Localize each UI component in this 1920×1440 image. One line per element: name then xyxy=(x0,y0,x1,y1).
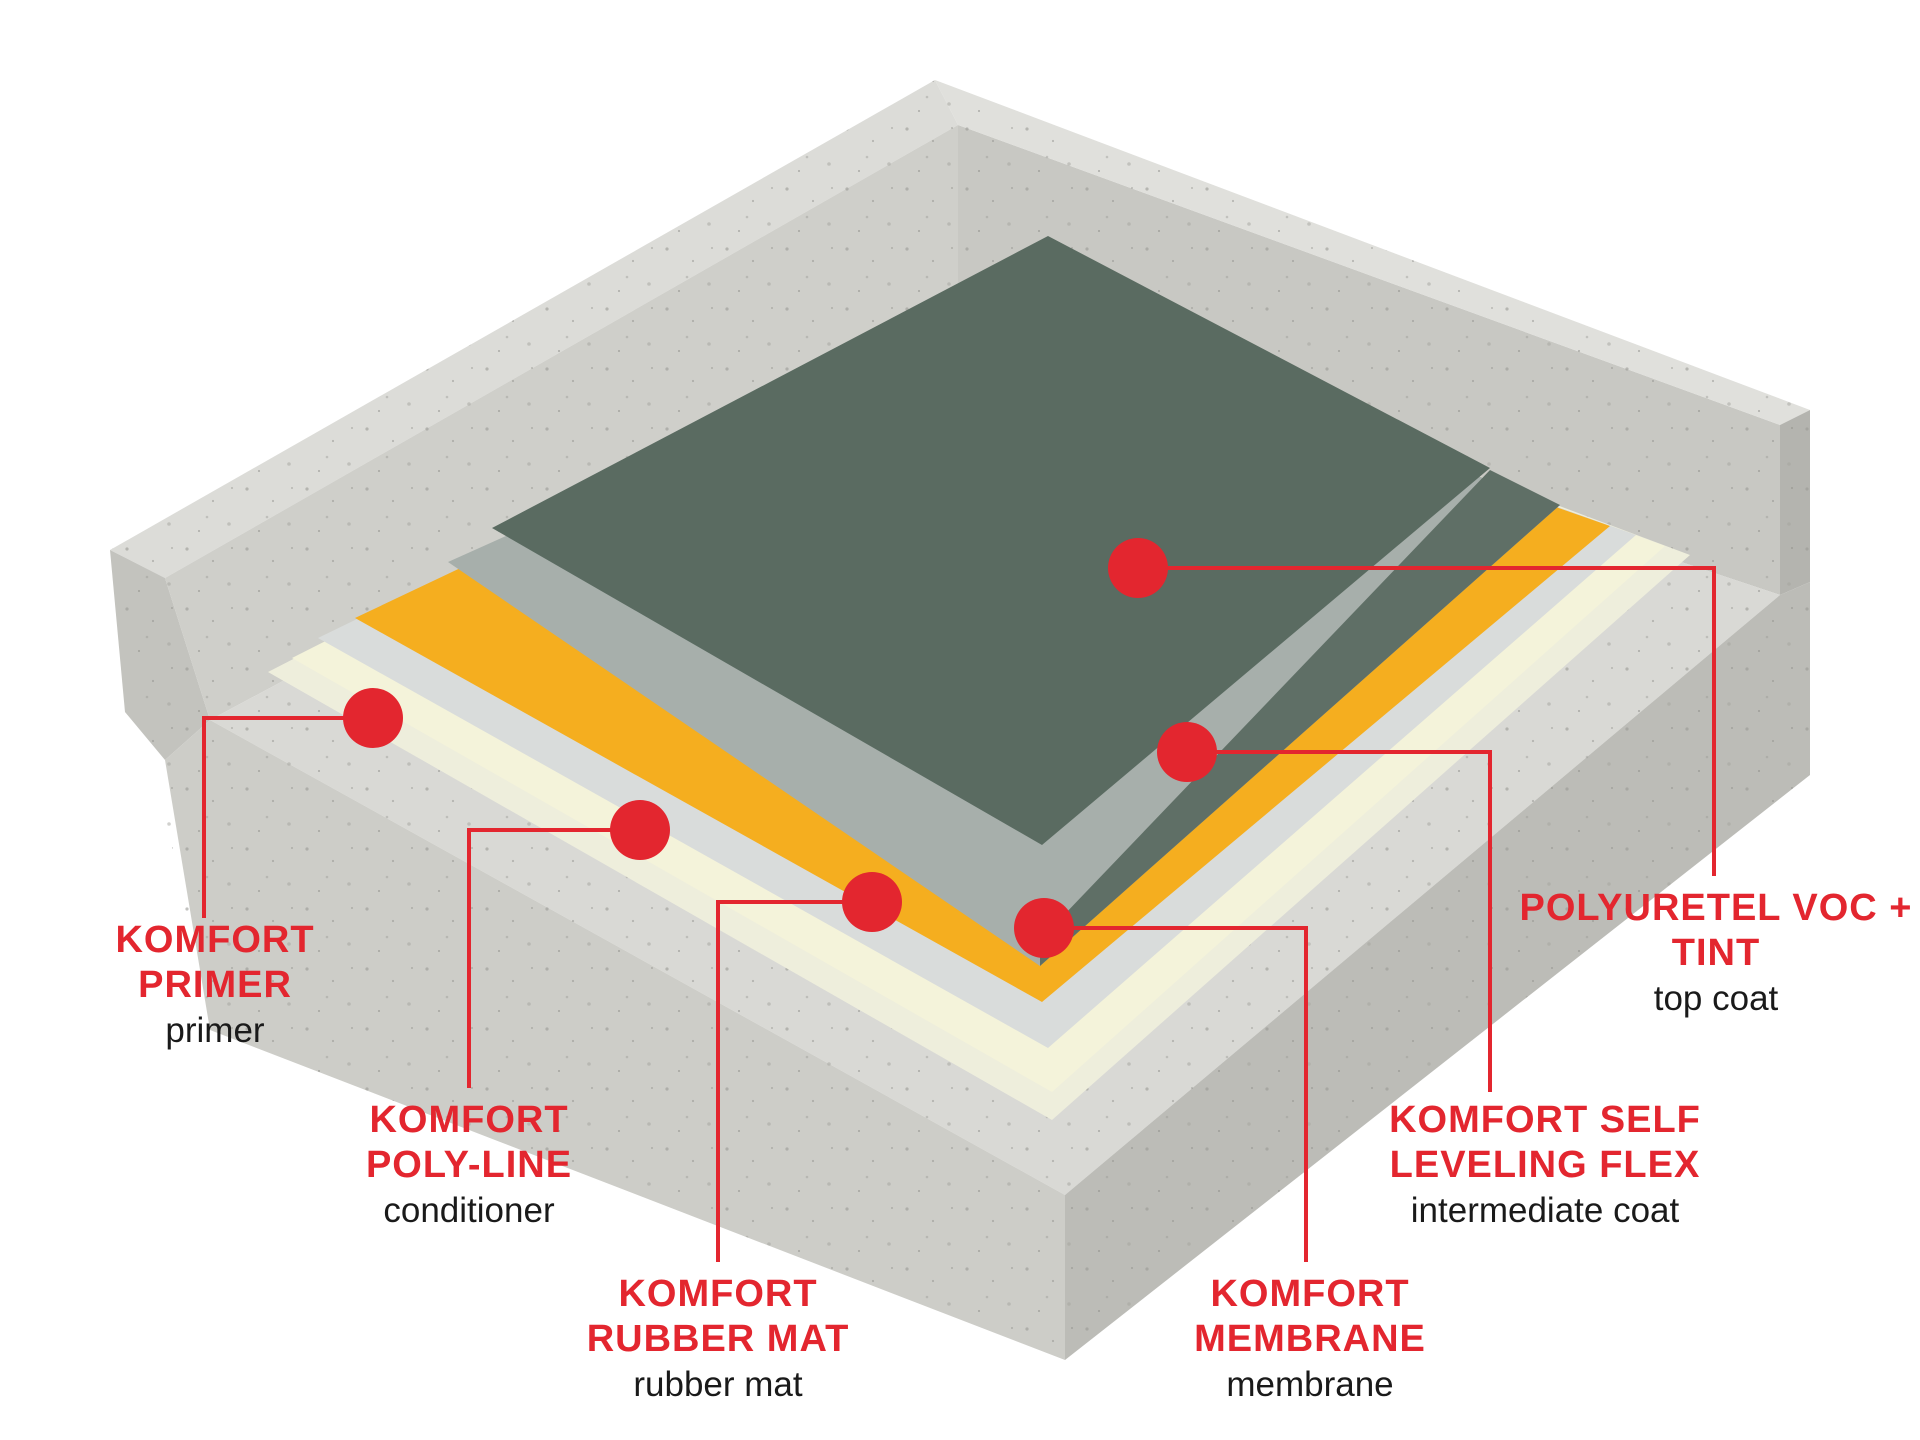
marker-dot-rubber-mat xyxy=(842,872,902,932)
label-membrane: KOMFORT MEMBRANE membrane xyxy=(1194,1272,1426,1405)
label-rubber-mat-name-line-2: RUBBER MAT xyxy=(586,1317,850,1360)
marker-dot-top-coat xyxy=(1108,538,1168,598)
label-conditioner-name-line-2: POLY-LINE xyxy=(365,1143,573,1186)
label-top-coat-desc: top coat xyxy=(1653,978,1779,1018)
leader-line-rubber-mat xyxy=(716,900,872,1262)
leader-lines xyxy=(202,566,1716,1262)
label-membrane-name-line-1: KOMFORT xyxy=(1210,1273,1410,1315)
marker-dot-conditioner xyxy=(610,800,670,860)
label-intermediate-desc: intermediate coat xyxy=(1410,1190,1680,1230)
label-rubber-mat: KOMFORT RUBBER MAT rubber mat xyxy=(587,1272,850,1405)
marker-dot-membrane xyxy=(1014,898,1074,958)
leader-line-primer xyxy=(202,716,373,918)
label-primer-name-line-1: KOMFORT xyxy=(115,919,315,961)
label-intermediate-name-line-1: KOMFORT SELF xyxy=(1389,1099,1701,1141)
label-top-coat: POLYURETEL VOC + TINT top coat xyxy=(1520,886,1913,1019)
label-membrane-name-line-2: MEMBRANE xyxy=(1194,1317,1426,1360)
marker-dot-intermediate xyxy=(1157,722,1217,782)
leader-line-membrane xyxy=(1044,926,1308,1262)
marker-dot-primer xyxy=(343,688,403,748)
label-conditioner: KOMFORT POLY-LINE conditioner xyxy=(366,1098,572,1231)
label-top-coat-name-line-1: POLYURETEL VOC + xyxy=(1519,887,1913,929)
leader-line-conditioner xyxy=(467,828,640,1088)
layer-top-coat-shape xyxy=(492,236,1490,845)
label-intermediate: KOMFORT SELF LEVELING FLEX intermediate … xyxy=(1389,1098,1701,1231)
label-primer-name-line-2: PRIMER xyxy=(138,963,292,1006)
label-primer: KOMFORT PRIMER primer xyxy=(115,918,314,1051)
marker-dots xyxy=(343,538,1217,958)
label-intermediate-name-line-2: LEVELING FLEX xyxy=(1389,1143,1701,1186)
coating-layers xyxy=(268,236,1690,1120)
label-rubber-mat-name-line-1: KOMFORT xyxy=(618,1273,818,1315)
label-membrane-desc: membrane xyxy=(1226,1364,1394,1404)
label-conditioner-name-line-1: KOMFORT xyxy=(369,1099,569,1141)
label-primer-desc: primer xyxy=(165,1010,265,1050)
layer-intermediate-shadow xyxy=(1040,470,1560,966)
label-top-coat-name-line-2: TINT xyxy=(1671,931,1761,974)
label-conditioner-desc: conditioner xyxy=(383,1190,555,1230)
leader-line-intermediate xyxy=(1187,750,1492,1092)
leader-line-top-coat xyxy=(1138,566,1716,876)
label-rubber-mat-desc: rubber mat xyxy=(633,1364,803,1404)
